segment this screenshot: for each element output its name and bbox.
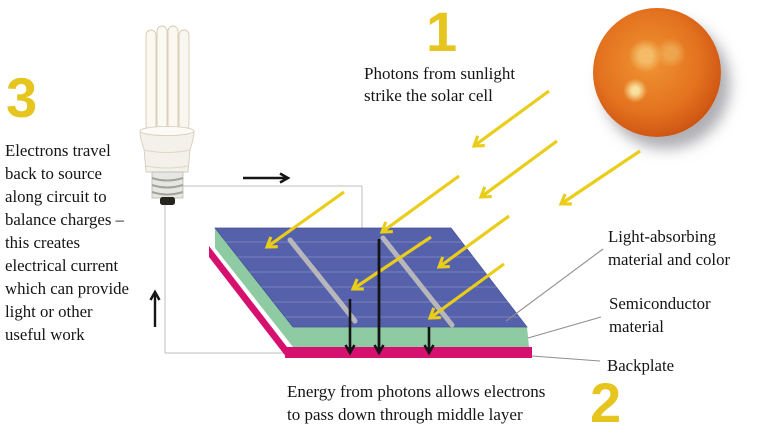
step1-caption-line: strike the solar cell (364, 85, 493, 105)
label-light-absorbing-line: material and color (608, 250, 731, 269)
photon-arrow (478, 139, 558, 199)
photon-arrow (350, 235, 432, 291)
bulb-base-ridge (143, 149, 191, 169)
bulb-tube (178, 29, 190, 131)
label-leader-line (527, 316, 602, 339)
label-semiconductor: Semiconductor material (609, 292, 762, 338)
step3-caption-line: along circuit to (5, 187, 107, 206)
step3-caption: Electrons travel back to source along ci… (5, 139, 129, 346)
bulb-tube (167, 25, 179, 131)
step3-number: 3 (6, 66, 38, 129)
bulb-tube (145, 29, 157, 131)
step3-caption-line: balance charges – (5, 210, 124, 229)
step3-caption-line: back to source (5, 164, 102, 183)
label-leader-line (505, 248, 604, 322)
label-light-absorbing: Light-absorbing material and color (608, 225, 762, 271)
photon-arrow (427, 262, 505, 320)
step1-number: 1 (426, 0, 458, 63)
bulb-base-top (139, 126, 195, 136)
photon-arrow (436, 214, 510, 269)
photon-arrow (471, 89, 550, 148)
panel-semiconductor-side (215, 228, 293, 347)
photon-arrow (558, 149, 641, 206)
photon-arrows (264, 89, 641, 320)
step3-caption-line: which can provide (5, 279, 129, 298)
bulb-base (139, 130, 195, 173)
sun-icon (593, 8, 721, 137)
label-semiconductor-line: Semiconductor (609, 294, 711, 313)
step1-caption-line: Photons from sunlight (364, 64, 516, 83)
label-light-absorbing-line: Light-absorbing (608, 227, 717, 246)
step2-caption: Energy from photons allows electrons to … (287, 380, 545, 426)
panel-semiconductor-front (293, 327, 529, 347)
label-leader-lines (505, 248, 604, 362)
step1-caption: Photons from sunlight strike the solar c… (364, 63, 515, 106)
circuit-wire (164, 185, 363, 354)
panel-backplate-front (285, 347, 532, 358)
label-leader-line (531, 355, 601, 362)
panel-reflection-streak (287, 237, 358, 324)
step3-caption-line: electrical current (5, 256, 119, 275)
electron-arrows (149, 172, 435, 356)
label-backplate: Backplate (607, 354, 674, 377)
step3-caption-line: light or other (5, 302, 93, 321)
step3-caption-line: Electrons travel (5, 141, 111, 160)
step3-caption-line: useful work (5, 325, 85, 344)
step2-number: 2 (590, 371, 622, 434)
panel-backplate-side (209, 246, 287, 358)
label-backplate-line: Backplate (607, 356, 675, 375)
bulb-screw-thread (151, 177, 184, 196)
step3-caption-line: this creates (5, 233, 81, 252)
step2-caption-line: Energy from photons allows electrons (287, 382, 546, 401)
bulb-tube (156, 25, 168, 131)
step2-caption-line: to pass down through middle layer (287, 405, 523, 424)
bulb-contact-tip (160, 197, 175, 205)
photon-arrow (264, 190, 345, 249)
light-bulb-icon (139, 25, 195, 205)
label-semiconductor-line: material (609, 317, 664, 336)
photon-arrow (379, 174, 460, 234)
